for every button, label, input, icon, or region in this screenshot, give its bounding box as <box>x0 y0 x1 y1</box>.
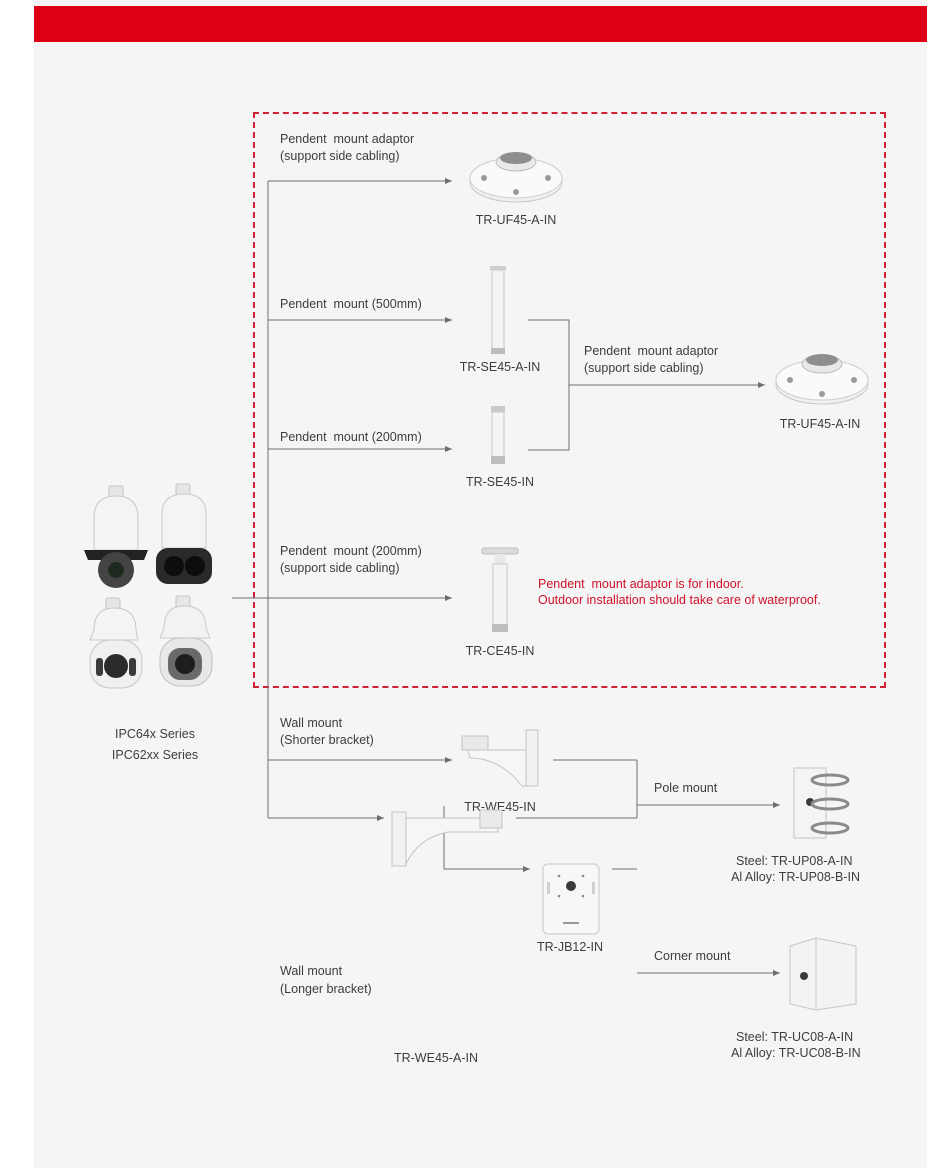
pendent-mount-adaptor-image <box>469 152 563 203</box>
branch-pendent-adaptor-label-1: Pendent mount adaptor <box>280 132 415 146</box>
wall-mount-short-label-1: Wall mount <box>280 716 343 730</box>
pole-mount-alloy-code: Al Alloy: TR-UP08-B-IN <box>731 870 860 884</box>
ir-speed-dome-camera-white <box>89 597 143 689</box>
product-code-tr-uf45-a-in: TR-UF45-A-IN <box>475 213 557 227</box>
pendent-mount-group-box <box>253 112 886 688</box>
pendent-mount-adaptor-image-2 <box>775 354 869 405</box>
branch-pendent-adaptor-label-2: (support side cabling) <box>280 149 400 163</box>
indoor-note-line-1: Pendent mount adaptor is for indoor. <box>538 577 744 591</box>
corner-mount-alloy-code: Al Alloy: TR-UC08-B-IN <box>731 1046 861 1060</box>
junction-box-front-image <box>542 863 600 935</box>
product-code-tr-se45-a-in: TR-SE45-A-IN <box>459 360 541 374</box>
branch-pendent-200mm-side-label-1: Pendent mount (200mm) <box>280 544 422 558</box>
adaptor-label-1: Pendent mount adaptor <box>584 344 719 358</box>
product-code-tr-jb12-in: TR-JB12-IN <box>537 940 603 954</box>
pole-mount-steel-code: Steel: TR-UP08-A-IN <box>736 854 853 868</box>
wall-mount-long-bracket-image <box>391 809 503 867</box>
camera-series-label-1: IPC64x Series <box>115 727 195 741</box>
speed-dome-camera-black-trim <box>84 485 148 588</box>
wall-mount-short-label-2: (Shorter bracket) <box>280 733 374 747</box>
branch-pendent-200mm-side-label-2: (support side cabling) <box>280 561 400 575</box>
product-code-tr-uf45-a-in-2: TR-UF45-A-IN <box>779 417 861 431</box>
wall-mount-long-label-1: Wall mount <box>280 964 343 978</box>
corner-mount-image <box>789 937 857 1011</box>
camera-group <box>84 483 213 689</box>
thermal-dual-lens-camera <box>156 483 212 584</box>
product-code-tr-we45-a-in: TR-WE45-A-IN <box>393 1051 479 1065</box>
pendent-mount-500mm-image <box>490 266 506 354</box>
product-code-tr-se45-in: TR-SE45-IN <box>465 475 535 489</box>
pole-mount-label: Pole mount <box>654 781 718 795</box>
branch-pendent-200mm-label: Pendent mount (200mm) <box>280 430 422 444</box>
indoor-note-line-2: Outdoor installation should take care of… <box>538 593 821 607</box>
camera-series-label-2: IPC62xx Series <box>111 748 199 762</box>
wall-mount-short-bracket-image <box>461 729 539 787</box>
adaptor-label-2: (support side cabling) <box>584 361 704 375</box>
header-bar <box>34 6 927 42</box>
branch-pendent-500mm-label: Pendent mount (500mm) <box>280 297 422 311</box>
product-code-tr-ce45-in: TR-CE45-IN <box>465 644 535 658</box>
wall-mount-long-label-2: (Longer bracket) <box>280 982 372 996</box>
corner-mount-steel-code: Steel: TR-UC08-A-IN <box>736 1030 854 1044</box>
corner-mount-label: Corner mount <box>654 949 731 963</box>
pendent-mount-200mm-image <box>491 406 505 464</box>
ir-speed-dome-camera-gray <box>159 595 213 687</box>
pole-mount-image <box>793 767 850 839</box>
pendent-mount-side-cabling-image <box>481 547 519 632</box>
